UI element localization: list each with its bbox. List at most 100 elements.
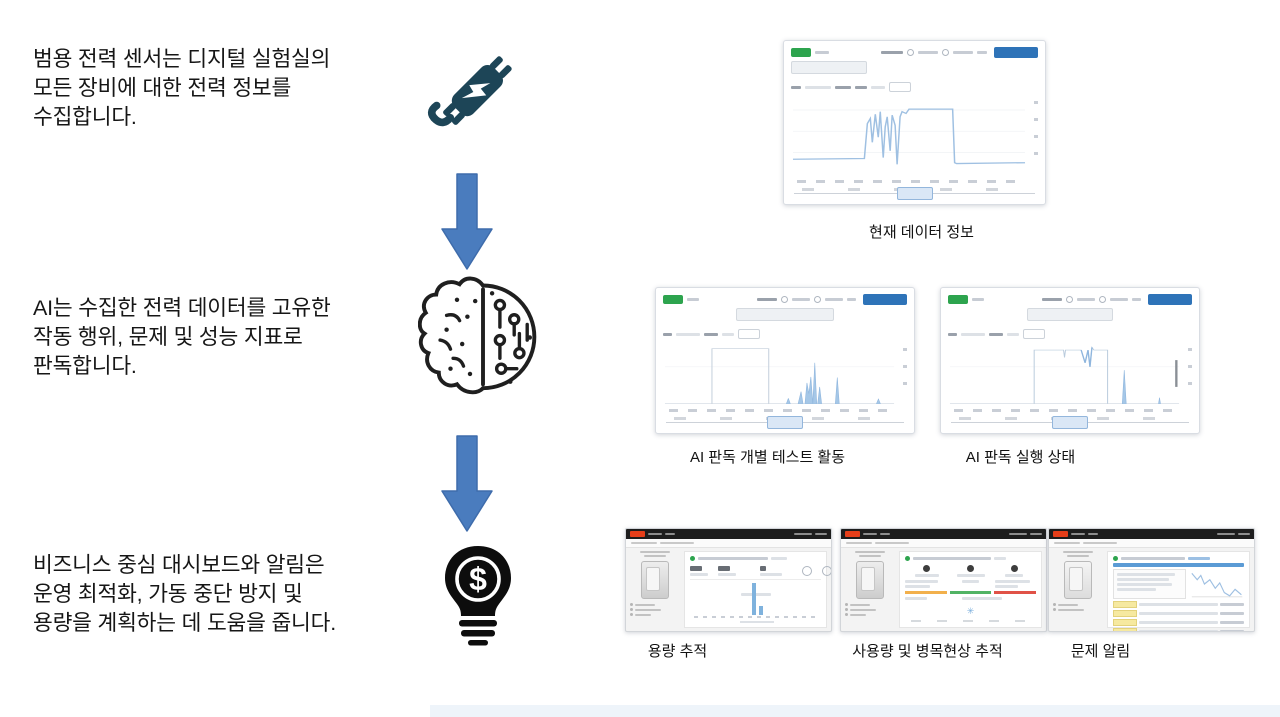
caption-current-data: 현재 데이터 정보 [869, 224, 974, 241]
status-check-icon [905, 556, 910, 561]
brand-logo [845, 531, 860, 537]
stage-icons-row [905, 565, 1036, 577]
caption-usage-bottleneck: 사용량 및 병목현상 추적 [852, 643, 1003, 660]
instrument-image [856, 561, 884, 599]
alerts-main-panel [1107, 551, 1250, 631]
filter-chip-row [791, 61, 1038, 79]
instrument-panel [841, 548, 899, 631]
step-2-description: AI는 수집한 전력 데이터를 고유한 작동 행위, 문제 및 성능 지표로 판… [33, 296, 331, 378]
green-button [663, 294, 683, 304]
ai-brain-icon [417, 270, 548, 405]
green-button [791, 47, 811, 57]
caption-ai-test-activity: AI 판독 개별 테스트 활동 [689, 449, 846, 466]
y-axis-ticks [903, 348, 907, 395]
screenshot-current-data [783, 40, 1046, 205]
blue-button [994, 46, 1038, 58]
sparse-chart-area: ✳ [905, 603, 1036, 623]
status-bar-ok [949, 591, 992, 594]
snowflake-icon: ✳ [966, 606, 975, 616]
caption-issue-alerts: 문제 알림 [1070, 643, 1131, 660]
alert-severity-cell [1113, 610, 1137, 617]
breadcrumb-bar [1049, 539, 1254, 548]
x-axis-ticks [797, 180, 1024, 183]
x-axis-ticks [954, 409, 1178, 412]
time-range-slider [951, 415, 1189, 429]
time-range-slider [794, 186, 1035, 200]
ai-activity-chart [663, 340, 907, 407]
step-3-description: 비즈니스 중심 대시보드와 알림은 운영 최적화, 가동 중단 방지 및 용량을… [33, 553, 336, 635]
radio-icon [942, 48, 949, 56]
chart-filter-row [948, 329, 1192, 339]
alert-severity-cell [1113, 628, 1137, 631]
screenshot-ai-test-activity [655, 287, 915, 434]
caption-ai-run-status: AI 판독 실행 상태 [965, 449, 1076, 466]
status-bars-row [905, 591, 1037, 594]
breadcrumb-bar [841, 539, 1046, 548]
instrument-image [1064, 561, 1092, 599]
time-range-slider [666, 415, 904, 429]
screenshot-issue-alerts [1048, 528, 1255, 632]
annotation-chip [736, 308, 834, 321]
section-header-bar [1113, 563, 1244, 567]
chart-filter-row [791, 82, 1038, 92]
step-1-description: 범용 전력 센서는 디지털 실험실의 모든 장비에 대한 전력 정보를 수집합니… [33, 47, 331, 129]
instrument-panel [1049, 548, 1107, 631]
slider-handle [896, 187, 933, 200]
flow-arrow-down-2 [441, 435, 493, 533]
y-axis-ticks [1188, 348, 1192, 395]
slider-handle [767, 416, 803, 429]
screenshot-toolbar [663, 293, 907, 305]
caption-capacity: 용량 추적 [647, 643, 708, 660]
usage-main-panel: ✳ [899, 551, 1042, 628]
blue-button [863, 293, 907, 305]
brand-logo [630, 531, 645, 537]
breadcrumb-bar [626, 539, 831, 548]
app-top-bar [626, 529, 831, 539]
capacity-main-panel [684, 551, 831, 628]
instrument-panel [626, 548, 684, 631]
placeholder-text-bar [953, 50, 973, 54]
brand-logo [1053, 531, 1068, 537]
screenshot-toolbar [791, 46, 1038, 58]
power-line-chart [791, 93, 1038, 178]
app-top-bar [1049, 529, 1254, 539]
stats-row [690, 566, 831, 576]
radio-icon [907, 48, 914, 56]
annotation-chip-row [663, 308, 907, 326]
app-top-bar [841, 529, 1046, 539]
placeholder-text-bar [815, 50, 829, 54]
annotation-chip-row [948, 308, 1192, 326]
status-check-icon [1113, 556, 1118, 561]
flow-arrow-down-1 [441, 173, 493, 271]
trend-sparkline [1190, 569, 1244, 599]
svg-text:$: $ [469, 561, 487, 597]
money-bulb-icon: $ [428, 538, 528, 672]
screenshot-toolbar [948, 293, 1192, 305]
instrument-image [641, 561, 669, 599]
link-text-bar [1188, 557, 1210, 560]
stage-details-row [905, 580, 1036, 588]
ai-status-chart [948, 340, 1192, 407]
alert-severity-cell [1113, 601, 1137, 608]
capacity-bar-chart [690, 583, 821, 623]
y-axis-ticks [1034, 101, 1038, 166]
screenshot-ai-run-status [940, 287, 1200, 434]
x-axis-ticks [669, 409, 893, 412]
detail-row [1113, 569, 1244, 599]
placeholder-text-bar [918, 50, 938, 54]
status-check-icon [690, 556, 695, 561]
status-bar-error [994, 591, 1037, 594]
slider-handle [1052, 416, 1088, 429]
power-plug-icon [426, 44, 522, 144]
green-button [948, 294, 968, 304]
footer-strip [430, 705, 1280, 717]
annotation-chip [1027, 308, 1113, 321]
blue-button [1148, 293, 1192, 305]
status-bar-warning [905, 591, 947, 594]
alerts-table [1113, 601, 1244, 631]
alert-severity-cell [1113, 619, 1137, 626]
time-range-label-bar [881, 50, 903, 54]
placeholder-text-bar [977, 50, 987, 54]
screenshot-capacity-tracking [625, 528, 832, 632]
chart-filter-row [663, 329, 907, 339]
